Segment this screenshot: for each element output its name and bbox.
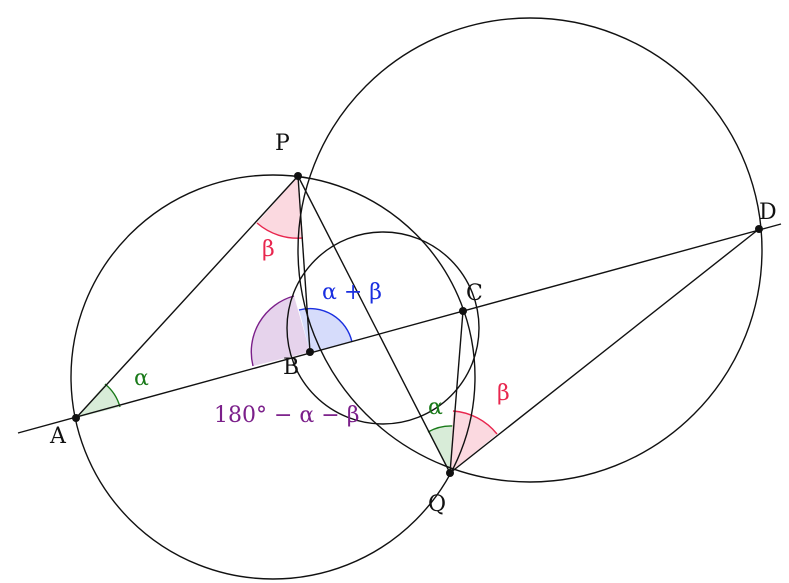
label-point-c: C <box>466 281 483 306</box>
point-c <box>459 307 467 315</box>
point-p <box>294 172 302 180</box>
label-angle-alpha-at-q: α <box>428 395 443 420</box>
segment-ap <box>75 175 299 419</box>
segment-pq <box>297 175 451 474</box>
angle-sector-alpha-at-a <box>76 384 120 418</box>
circle-pqd <box>297 17 763 483</box>
circle-apq <box>70 174 476 580</box>
point-d <box>755 225 763 233</box>
point-b <box>306 348 314 356</box>
label-angle-beta-at-q: β <box>497 381 510 406</box>
point-q <box>446 469 454 477</box>
label-angle-beta-at-p: β <box>262 237 275 262</box>
segment-qd <box>449 228 760 474</box>
circle-bcq <box>286 231 480 425</box>
segment-qc <box>449 310 464 474</box>
line-through-a-d <box>17 223 782 434</box>
label-point-p: P <box>275 131 290 156</box>
label-point-a: A <box>49 424 67 449</box>
angle-sector-beta-at-p <box>257 176 303 239</box>
angle-arc-supplement-at-b <box>250 295 295 367</box>
label-angle-supplement: 180° − α − β <box>214 403 359 428</box>
label-point-q: Q <box>428 492 446 517</box>
point-a <box>72 414 80 422</box>
angle-arc-beta-at-q <box>452 410 498 435</box>
label-angle-alpha-at-a: α <box>134 366 149 391</box>
label-point-d: D <box>759 200 777 225</box>
segment-pb <box>297 175 311 353</box>
label-angle-sum: α + β <box>322 280 382 305</box>
angle-sector-sum-at-b <box>299 308 352 352</box>
angle-sector-alpha-at-q <box>428 425 453 473</box>
label-point-b: B <box>283 355 299 380</box>
angle-sector-beta-at-q <box>450 411 497 473</box>
